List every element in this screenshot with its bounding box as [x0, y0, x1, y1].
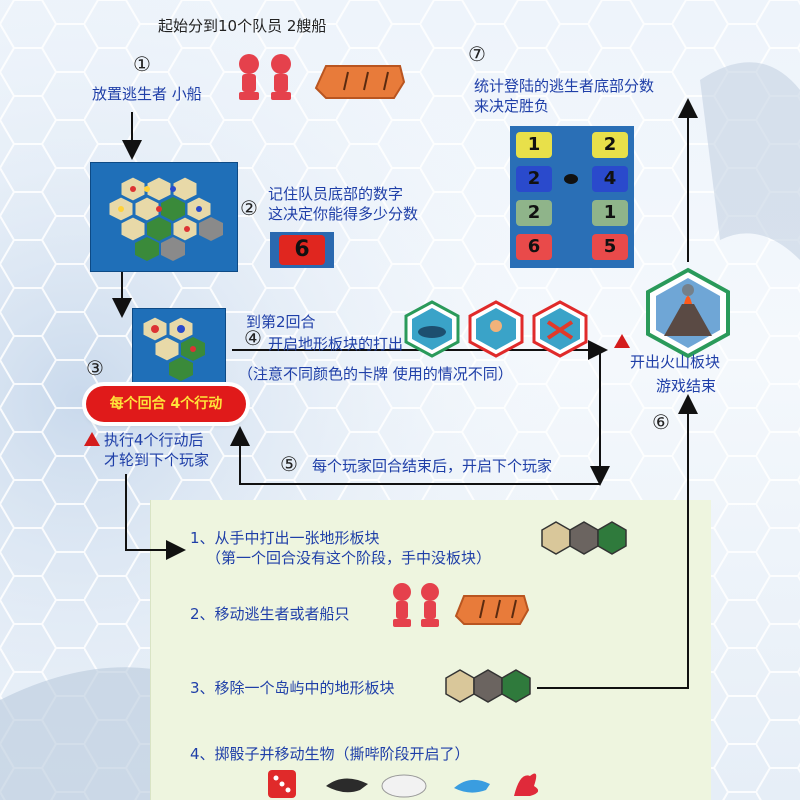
score-tile-example: 6: [270, 232, 334, 268]
final-score-board: 1 2 2 6 2 4 1 5: [510, 126, 634, 268]
action-2-label: 2、移动逃生者或者船只: [190, 604, 350, 624]
swimmer-icon: [490, 320, 502, 332]
step-7-line1: 统计登陆的逃生者底部分数: [474, 76, 654, 96]
score-tile-right-2: 4: [592, 166, 628, 192]
step-2-number: ②: [240, 196, 258, 220]
sea-monster-figure-icon: [514, 774, 538, 796]
step-4-note: （注意不同颜色的卡牌 使用的情况不同）: [238, 364, 513, 384]
action-3-label: 3、移除一个岛屿中的地形板块: [190, 678, 395, 698]
setup-title: 起始分到10个队员 2艘船: [158, 16, 326, 36]
board-center-marker: [564, 174, 578, 184]
step-3-number: ③: [86, 356, 104, 380]
whale-figure-icon: [382, 775, 426, 797]
shark-figure-icon: [326, 778, 368, 792]
step-4-line1: 到第2回合: [246, 312, 316, 332]
action-1-label: 1、从手中打出一张地形板块: [190, 528, 380, 548]
step-6-line2: 游戏结束: [656, 376, 716, 396]
score-tile-right-4: 5: [592, 234, 628, 260]
step-5-label: 每个玩家回合结束后，开启下个玩家: [312, 456, 552, 476]
step-1-label: 放置逃生者 小船: [92, 84, 202, 104]
score-tile-right-3: 1: [592, 200, 628, 226]
game-board-small-image: [132, 308, 226, 392]
step-5-number: ⑤: [280, 452, 298, 476]
score-tile-left-1: 1: [516, 132, 552, 158]
step-7-number: ⑦: [468, 42, 486, 66]
step-2-line2: 这决定你能得多少分数: [268, 204, 418, 224]
action-1-sub: （第一个回合没有这个阶段，手中没板块）: [206, 548, 491, 568]
step-7-line2: 来决定胜负: [474, 96, 549, 116]
game-board-image: [90, 162, 238, 272]
score-column-left: 1 2 2 6: [516, 132, 552, 268]
step-6-line1: 开出火山板块: [630, 352, 720, 372]
action-4-label: 4、掷骰子并移动生物（撕哔阶段开启了）: [190, 744, 470, 764]
step-3-note-line1: 执行4个行动后: [104, 430, 204, 450]
step-4-line2: 开启地形板块的打出: [268, 334, 403, 354]
warning-triangle-icon: [84, 432, 100, 446]
terrain-cards-icons: [402, 300, 592, 356]
creatures-and-die-icons: [264, 766, 554, 800]
score-column-right: 2 4 1 5: [592, 132, 628, 268]
score-tile-value: 6: [279, 235, 325, 265]
arrow-s3-to-actions: [126, 474, 178, 550]
survivor-figures-icon: [232, 52, 302, 106]
score-tile-right-1: 2: [592, 132, 628, 158]
survivor-figures-icon-2: [388, 580, 448, 634]
dolphin-figure-icon: [454, 780, 490, 793]
step-2-line1: 记住队员底部的数字: [268, 184, 403, 204]
score-tile-left-2: 2: [516, 166, 552, 192]
warning-triangle-icon-2: [614, 334, 630, 348]
score-tile-left-4: 6: [516, 234, 552, 260]
boat-icon-2: [454, 590, 530, 630]
score-tile-left-3: 2: [516, 200, 552, 226]
volcano-tile-icon: [646, 268, 730, 358]
step-3-note-line2: 才轮到下个玩家: [104, 450, 209, 470]
shark-icon: [418, 326, 446, 338]
boat-icon: [314, 60, 406, 104]
step-3-badge: 每个回合 4个行动: [86, 386, 246, 422]
terrain-tiles-icon-2: [444, 666, 534, 706]
step-1-number: ①: [133, 52, 151, 76]
terrain-tiles-icon: [540, 518, 630, 558]
step-6-number: ⑥: [652, 410, 670, 434]
